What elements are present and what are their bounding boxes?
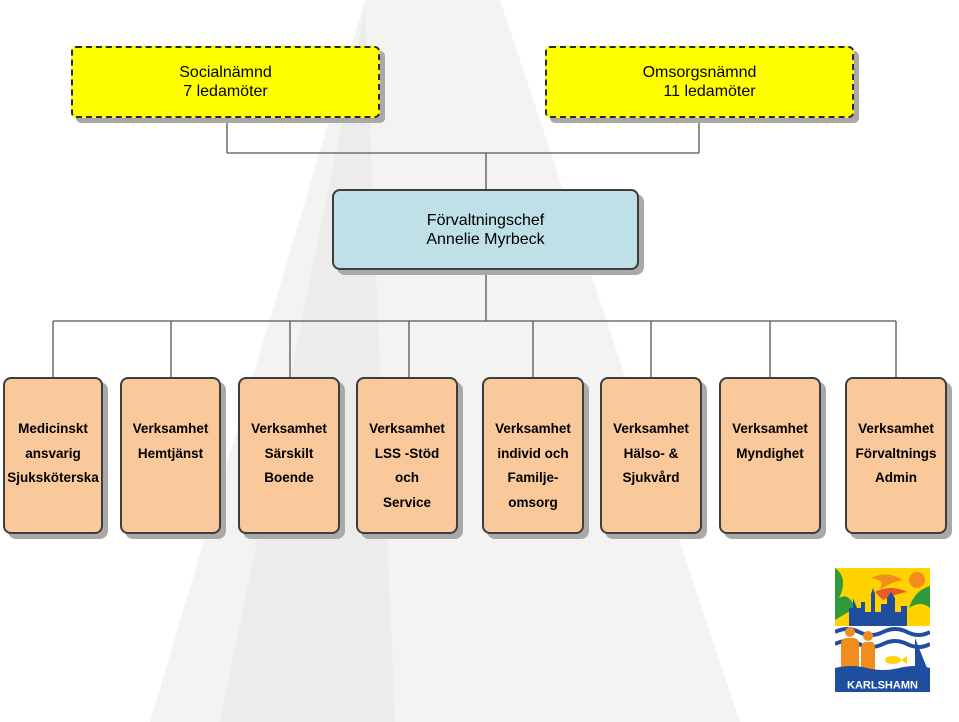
unit-line: Verksamhet [369, 421, 445, 436]
omsorgsnamnd-box: Omsorgsnämnd 11 ledamöter [545, 46, 854, 118]
unit-line: Myndighet [736, 445, 804, 461]
unit-line: och [394, 470, 419, 485]
karlshamn-logo: KARLSHAMN [835, 568, 930, 692]
unit-line: Service [382, 494, 432, 510]
unit-line: Hemtjänst [137, 445, 204, 461]
unit-line: omsorg [508, 494, 558, 510]
unit-line: Förvaltnings [855, 445, 937, 461]
unit-box-lss-stod: Verksamhet LSS -Stöd och Service [356, 377, 458, 534]
board-name: Socialnämnd [179, 64, 272, 81]
unit-line: ansvarig [25, 445, 81, 461]
unit-line: Admin [875, 470, 917, 485]
board-members: 11 ledamöter [663, 83, 756, 100]
unit-box-halso-sjukvard: Verksamhet Hälso- & Sjukvård [600, 377, 702, 534]
chief-title: Förvaltningschef [426, 211, 545, 229]
unit-line: Verksamhet [251, 421, 327, 436]
unit-line: Sjuksköterska [7, 470, 99, 485]
unit-line: Verksamhet [495, 421, 571, 436]
unit-line: Verksamhet [613, 421, 689, 436]
unit-box-forvaltnings-admin: Verksamhet Förvaltnings Admin [845, 377, 947, 534]
board-name: Omsorgsnämnd [642, 64, 757, 81]
forvaltningschef-box: Förvaltningschef Annelie Myrbeck [332, 189, 639, 270]
unit-box-hemtjanst: Verksamhet Hemtjänst [120, 377, 221, 534]
unit-line: Sjukvård [622, 470, 680, 485]
unit-line: Hälso- & [623, 445, 679, 461]
unit-box-medicinskt-ansvarig: Medicinskt ansvarig Sjuksköterska [3, 377, 103, 534]
unit-box-sarskilt-boende: Verksamhet Särskilt Boende [238, 377, 340, 534]
socialnamnd-box: Socialnämnd 7 ledamöter [71, 46, 380, 118]
unit-line: individ och [497, 445, 569, 461]
unit-line: Familje- [507, 470, 559, 485]
unit-line: Verksamhet [132, 421, 209, 436]
chief-name: Annelie Myrbeck [426, 230, 545, 248]
unit-line: Boende [264, 470, 314, 485]
unit-line: Verksamhet [858, 421, 934, 436]
unit-box-individ-familjeomsorg: Verksamhet individ och Familje- omsorg [482, 377, 584, 534]
unit-line: Verksamhet [732, 421, 808, 436]
unit-line: LSS -Stöd [374, 445, 440, 461]
unit-line: Särskilt [264, 445, 314, 461]
unit-line: Medicinskt [18, 421, 88, 436]
board-members: 7 ledamöter [183, 83, 268, 100]
unit-box-myndighet: Verksamhet Myndighet [719, 377, 821, 534]
logo-text: KARLSHAMN [847, 680, 918, 692]
